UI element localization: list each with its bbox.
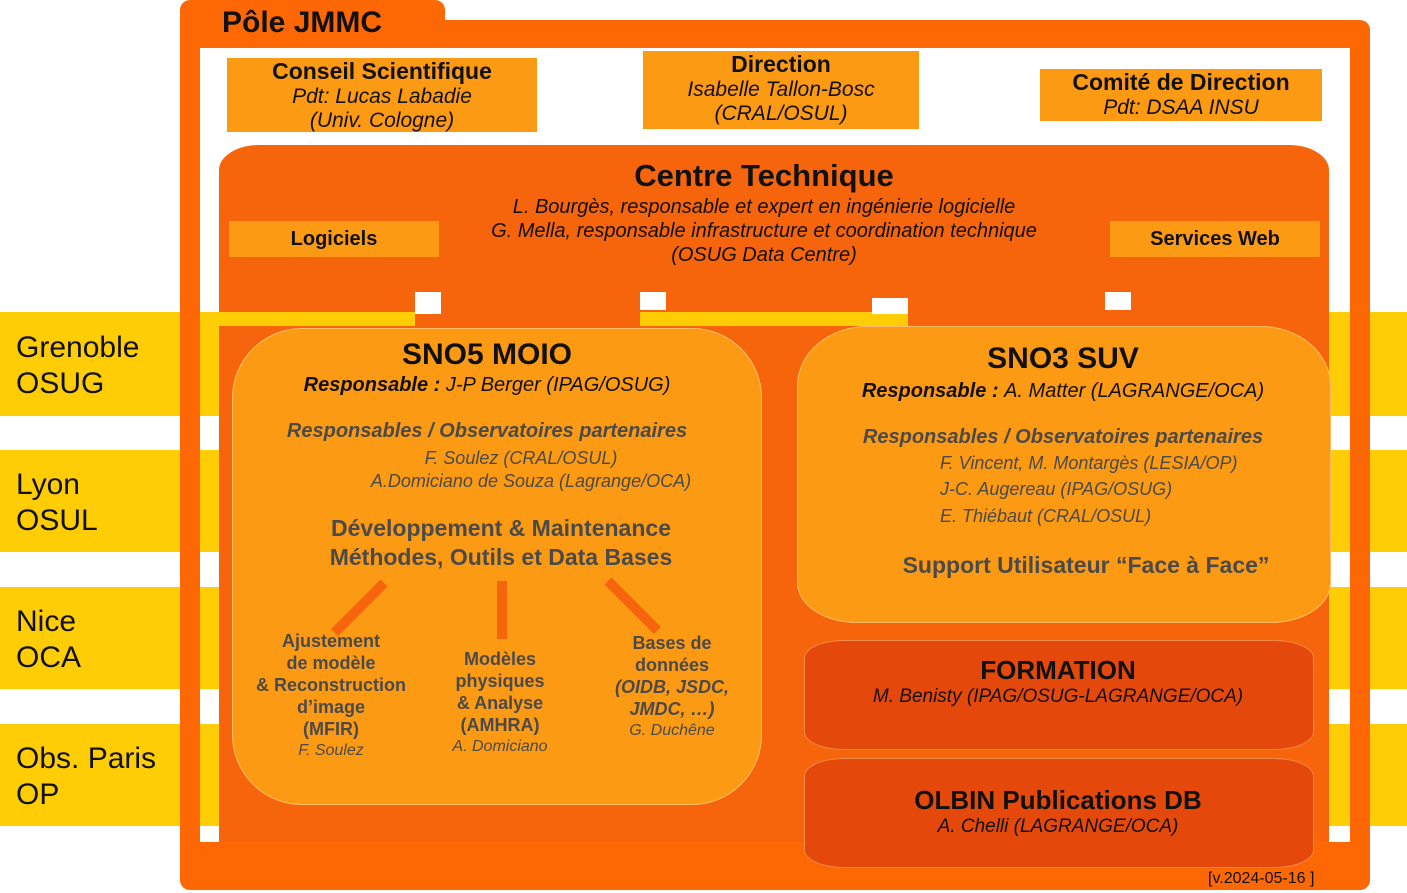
moio-dev2: Méthodes, Outils et Data Bases: [329, 544, 673, 570]
moio-partner: A.Domiciano de Souza (Lagrange/OCA): [370, 471, 692, 491]
branch-person: F. Soulez: [298, 742, 364, 759]
connector: [640, 292, 666, 310]
conseil-title: Conseil Scientifique: [272, 58, 492, 84]
site-code: OSUL: [16, 504, 98, 537]
band-inner: [219, 312, 415, 326]
branch-line: [497, 581, 507, 639]
branch-line-text: JMDC, …): [629, 699, 715, 719]
resp-label: Responsable :: [861, 380, 999, 402]
formation-title: FORMATION: [980, 655, 1136, 685]
olbin-person: A. Chelli (LAGRANGE/OCA): [937, 816, 1179, 837]
strip-gap: [200, 416, 219, 450]
connector: [872, 298, 908, 314]
resp-name: A. Matter (LAGRANGE/OCA): [1004, 380, 1265, 402]
site-name: Lyon: [16, 468, 80, 501]
comite-line1: Pdt: DSAA INSU: [1103, 96, 1259, 119]
strip-gap: [200, 826, 219, 842]
branch-person: G. Duchêne: [629, 722, 715, 739]
site-name: Obs. Paris: [16, 742, 157, 775]
branch-line-text: physiques: [455, 671, 545, 691]
moio-box: [232, 328, 762, 805]
olbin-box: [804, 758, 1314, 868]
direction-box: Direction Isabelle Tallon-Bosc (CRAL/OSU…: [642, 50, 920, 130]
resp-label: Responsable :: [303, 374, 441, 396]
site-name: Grenoble: [16, 331, 140, 364]
centre-title: Centre Technique: [634, 158, 894, 193]
site-lyon: Lyon OSUL: [16, 467, 98, 539]
strip-gap: [1329, 416, 1350, 450]
olbin-title: OLBIN Publications DB: [914, 785, 1202, 815]
connector: [1105, 292, 1131, 310]
moio-dev1: Développement & Maintenance: [331, 515, 671, 541]
strip-gap: [200, 552, 219, 587]
branch-line-text: (OIDB, JSDC,: [614, 677, 729, 697]
suv-partner: E. Thiébaut (CRAL/OSUL): [940, 506, 1152, 526]
suv-box: [797, 326, 1331, 623]
strip-gap: [1329, 552, 1350, 587]
logiciels-label: Logiciels: [229, 221, 439, 257]
branch-line-text: & Reconstruction: [255, 675, 406, 695]
branch-line-text: (MFIR): [303, 719, 359, 739]
resp-name: J-P Berger (IPAG/OSUG): [445, 374, 671, 396]
suv-support: Support Utilisateur “Face à Face”: [902, 552, 1270, 578]
direction-line2: (CRAL/OSUL): [714, 102, 848, 125]
branch-mfir: Ajustement de modèle & Reconstruction d’…: [236, 630, 426, 762]
suv-responsable: Responsable : A. Matter (LAGRANGE/OCA): [797, 380, 1329, 403]
site-nice: Nice OCA: [16, 604, 81, 676]
site-name: Nice: [16, 605, 77, 638]
strip-gap: [1329, 689, 1350, 724]
branch-line-text: de modèle: [286, 653, 376, 673]
centre-line1: L. Bourgès, responsable et expert en ing…: [512, 196, 1016, 218]
formation-person: M. Benisty (IPAG/OSUG-LAGRANGE/OCA): [872, 686, 1244, 707]
site-paris: Obs. Paris OP: [16, 741, 156, 813]
comite-title: Comité de Direction: [1072, 69, 1290, 95]
site-grenoble: Grenoble OSUG: [16, 330, 139, 402]
centre-line2: G. Mella, responsable infrastructure et …: [491, 220, 1037, 242]
suv-partner: F. Vincent, M. Montargès (LESIA/OP): [940, 453, 1238, 473]
branch-line-text: (AMHRA): [460, 715, 540, 735]
pole-title: Pôle JMMC: [222, 6, 383, 39]
services-web-label: Services Web: [1110, 221, 1320, 257]
pole-tab: [180, 0, 445, 48]
suv-partner: J-C. Augereau (IPAG/OSUG): [940, 479, 1173, 499]
branch-line-text: Modèles: [463, 649, 537, 669]
centre-line3: (OSUG Data Centre): [671, 244, 857, 266]
conseil-line1: Pdt: Lucas Labadie: [292, 85, 472, 108]
strip-gap: [200, 689, 219, 724]
suv-partners-title: Responsables / Observatoires partenaires: [862, 426, 1264, 448]
connector: [415, 292, 441, 314]
comite-box: Comité de Direction Pdt: DSAA INSU: [1039, 68, 1323, 122]
moio-responsable: Responsable : J-P Berger (IPAG/OSUG): [232, 374, 742, 397]
branch-line-text: d’image: [296, 697, 366, 717]
suv-title: SNO3 SUV: [987, 342, 1139, 375]
direction-line1: Isabelle Tallon-Bosc: [687, 78, 875, 101]
moio-title: SNO5 MOIO: [401, 338, 573, 371]
site-code: OCA: [16, 641, 82, 674]
site-code: OP: [16, 778, 60, 811]
branch-line-text: Ajustement: [281, 631, 380, 651]
branch-amhra: Modèles physiques & Analyse (AMHRA) A. D…: [420, 648, 580, 758]
branch-line-text: données: [634, 655, 709, 675]
branch-line-text: & Analyse: [456, 693, 544, 713]
moio-partners-title: Responsables / Observatoires partenaires: [286, 420, 688, 442]
conseil-line2: (Univ. Cologne): [309, 109, 455, 132]
version-label: [v.2024-05-16 ]: [1208, 870, 1315, 887]
moio-partner: F. Soulez (CRAL/OSUL): [424, 448, 618, 468]
strip-gap: [1329, 826, 1350, 842]
conseil-box: Conseil Scientifique Pdt: Lucas Labadie …: [226, 57, 538, 133]
band-inner: [640, 312, 908, 326]
formation-box: [804, 640, 1314, 750]
branch-person: A. Domiciano: [452, 738, 548, 755]
branch-line-text: Bases de: [632, 633, 712, 653]
direction-title: Direction: [731, 51, 831, 77]
site-code: OSUG: [16, 367, 105, 400]
branch-db: Bases de données (OIDB, JSDC, JMDC, …) G…: [592, 632, 752, 742]
